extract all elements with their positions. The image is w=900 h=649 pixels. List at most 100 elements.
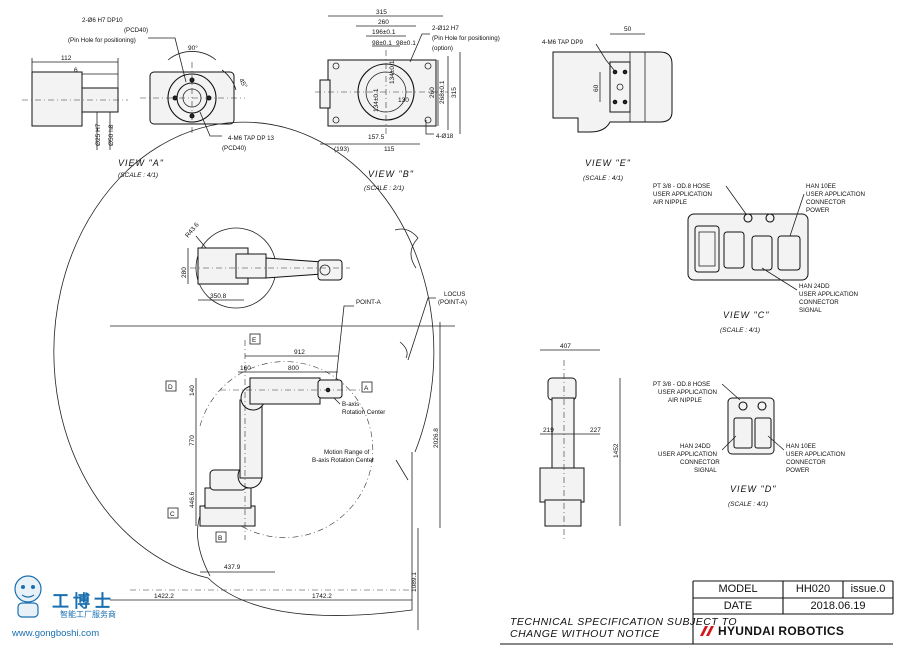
view-c-power-1: HAN 10EE (806, 183, 836, 190)
view-d-scale: (SCALE : 4/1) (728, 501, 768, 508)
view-b-scale: (SCALE : 2/1) (364, 185, 404, 192)
view-c-signal-1: HAN 24DD (799, 283, 830, 290)
view-d-signal-3: CONNECTOR (680, 459, 720, 466)
watermark-sub: 智能工厂服务商 (60, 610, 116, 619)
dim-770: 770 (189, 435, 196, 446)
view-c-air-nipple-2 (765, 213, 775, 223)
view-b-label-1: 2-Ø12 H7 (432, 25, 459, 32)
view-d-han24-connector (733, 417, 753, 449)
dim-315-top: 315 (376, 9, 387, 16)
view-d-signal-4: SIGNAL (694, 467, 717, 474)
view-a-tap-label-2: (PCD40) (222, 145, 246, 152)
front-view-turret (539, 467, 585, 503)
svg-text:C: C (170, 511, 175, 518)
side-view: E D A C B 912 160 800 140 770 446.6 437.… (53, 121, 467, 630)
dim-157: 157.5 (368, 134, 385, 141)
dim-50: 50 (624, 26, 632, 33)
dim-1422: 1422.2 (154, 593, 174, 600)
front-view: 407 219 227 1452 (539, 343, 621, 540)
view-d-power-1: HAN 10EE (786, 443, 816, 450)
dim-160: 160 (240, 365, 251, 372)
view-a-tap-label-1: 4-M6 TAP DP 13 (228, 135, 275, 142)
watermark-robot-icon (14, 575, 42, 618)
angle-90: 90° (188, 44, 198, 52)
view-e-title: VIEW "E" (585, 158, 631, 168)
view-b-label-4: 4-Ø18 (436, 133, 454, 140)
title-date-label: DATE (723, 600, 753, 612)
view-d-air-nipple-2 (757, 401, 767, 411)
dim-315r: 315 (451, 87, 458, 98)
view-c-air-2: USER APPLICATION (653, 191, 712, 198)
view-d-air-2: USER APPLICATION (658, 389, 717, 396)
view-a: 112 6 Ø25 H7 Ø50 h8 90° 45° 2-Ø6 H7 DP10… (22, 17, 275, 179)
b-axis-motion-range (199, 361, 374, 538)
watermark-cn: 工博士 (52, 592, 115, 611)
robot-upper-arm (249, 377, 321, 405)
view-d-signal-1: HAN 24DD (680, 443, 711, 450)
dim-219: 219 (543, 427, 554, 434)
view-arrow-d: D (165, 380, 177, 392)
dim-1742: 1742.2 (312, 593, 332, 600)
notice-line-1: TECHNICAL SPECIFICATION SUBJECT TO (510, 616, 738, 628)
title-date-value: 2018.06.19 (810, 600, 866, 612)
label-motion-2: B-axis Rotation Center (312, 457, 374, 464)
view-c-power-2: USER APPLICATION (806, 191, 865, 198)
view-e-flange (609, 61, 631, 113)
front-view-wrist (547, 377, 577, 401)
view-d-signal-2: USER APPLICATION (658, 451, 717, 458)
view-a-scale: (SCALE : 4/1) (118, 172, 158, 179)
hyundai-logo-icon (700, 626, 714, 636)
dim-60: 60 (593, 84, 600, 92)
dim-268: 268±0.1 (439, 80, 446, 104)
dim-2026: 2026.8 (433, 428, 440, 448)
dim-115: 115 (384, 146, 395, 153)
svg-text:B: B (218, 535, 222, 542)
view-d-air-1: PT 3/8 - OD.8 HOSE (653, 381, 710, 388)
dim-437: 437.9 (224, 564, 241, 571)
title-model-value: HH020 (795, 583, 831, 595)
view-a-side-body (31, 71, 83, 127)
dim-260: 260 (378, 19, 389, 26)
label-motion-1: Motion Range of (324, 449, 370, 456)
view-c-power-4: POWER (806, 207, 830, 214)
notice: TECHNICAL SPECIFICATION SUBJECT TO CHANG… (510, 616, 737, 640)
robot-base-upper (204, 487, 252, 509)
dim-98a: 98±0.1 (372, 40, 392, 47)
angle-45: 45° (237, 77, 249, 90)
brand-name: HYUNDAI ROBOTICS (718, 624, 845, 638)
view-b: 315 260 196±0.1 98±0.1 98±0.1 134±0.1 13… (315, 9, 500, 192)
view-arrow-a: A (361, 381, 373, 393)
top-view-upper-arm (235, 253, 267, 279)
view-c-han24-connector (694, 225, 720, 273)
title-issue: issue.0 (850, 583, 886, 595)
dim-134b: 134±0.1 (373, 88, 380, 112)
dim-446: 446.6 (189, 491, 196, 508)
title-model-label: MODEL (718, 583, 758, 595)
view-b-label-3: (option) (432, 45, 453, 52)
view-c-connector-4 (777, 235, 801, 271)
view-c-title: VIEW "C" (723, 310, 769, 320)
view-c-air-3: AIR NIPPLE (653, 199, 687, 206)
dim-r43: R43.6 (184, 221, 201, 239)
dim-6: 6 (74, 67, 78, 74)
label-locus-2: (POINT-A) (438, 299, 467, 306)
view-arrow-e: E (249, 333, 261, 345)
title-block-frame (500, 580, 894, 645)
front-view-arm (551, 397, 575, 469)
view-b-base-body (327, 59, 437, 127)
dim-350: 350.8 (210, 293, 227, 300)
view-c-signal-2: USER APPLICATION (799, 291, 858, 298)
view-d-air-nipple-1 (738, 401, 748, 411)
view-b-title: VIEW "B" (368, 169, 414, 179)
robot-lower-arm (239, 399, 263, 479)
dim-1089: 1089.1 (411, 572, 418, 592)
robot-base (199, 505, 256, 527)
locus-arc (53, 121, 435, 579)
dim-193: (193) (334, 146, 349, 153)
view-d-title: VIEW "D" (730, 484, 776, 494)
view-d-han10-connector (754, 417, 772, 449)
view-c-han10-connector (723, 231, 745, 269)
view-c-air-1: PT 3/8 - OD.8 HOSE (653, 183, 710, 190)
dim-280: 280 (181, 267, 188, 278)
